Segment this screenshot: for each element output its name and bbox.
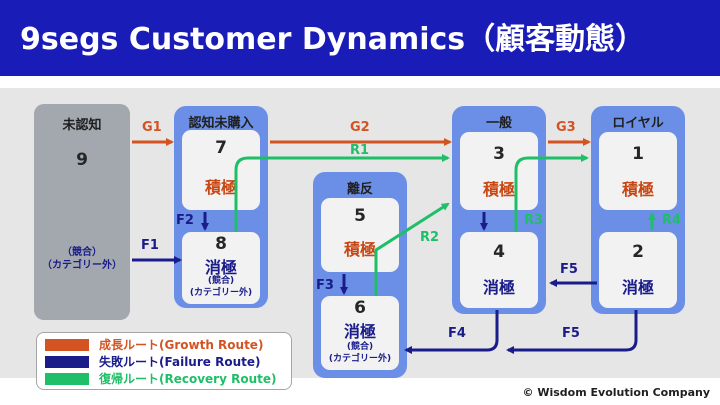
legend-failure-label: 失敗ルート(Failure Route) (99, 355, 261, 369)
segment-2-label: 消極 (621, 278, 654, 297)
segment-8-note-competitor: (競合) (207, 276, 235, 286)
segment-8-label: 消極 (204, 258, 237, 277)
arrow-label-g3: G3 (556, 120, 576, 135)
legend: 成長ルート(Growth Route) 失敗ルート(Failure Route)… (36, 332, 292, 390)
segment-3-card: 3 積極 (460, 132, 538, 210)
segment-1-label: 積極 (621, 180, 654, 199)
segment-4-number: 4 (493, 242, 505, 262)
segment-4-card: 4 消極 (460, 232, 538, 308)
group-uncognized: 未認知 9 （競合） （カテゴリー外） (34, 104, 130, 320)
group-uncognized-label: 未認知 (62, 118, 102, 133)
segment-7-label: 積極 (204, 178, 237, 197)
arrow-label-r3: R3 (524, 213, 544, 228)
page-title: 9segs Customer Dynamics（顧客動態） (20, 22, 646, 57)
segment-8-number: 8 (215, 234, 227, 254)
segment-2-number: 2 (632, 242, 644, 262)
segment-7-number: 7 (215, 138, 227, 158)
segment-8-card: 8 消極 (競合) (カテゴリー外) (182, 232, 260, 304)
arrow-label-f5-upper: F5 (560, 262, 578, 277)
segment-5-card: 5 積極 (321, 198, 399, 272)
legend-recovery-label: 復帰ルート(Recovery Route) (99, 372, 277, 386)
segment-9-note-out-of-category: （カテゴリー外） (42, 260, 122, 271)
segment-1-number: 1 (632, 144, 644, 164)
segment-6-label: 消極 (343, 322, 376, 341)
legend-growth-label: 成長ルート(Growth Route) (99, 338, 264, 352)
group-loyal-label: ロイヤル (612, 116, 664, 131)
segment-6-number: 6 (354, 298, 366, 318)
segment-4-label: 消極 (482, 278, 515, 297)
copyright: © Wisdom Evolution Company (522, 386, 710, 399)
arrow-r2 (374, 202, 450, 296)
arrow-r1 (234, 154, 450, 232)
arrow-r3 (514, 154, 589, 232)
legend-failure-swatch (45, 356, 89, 368)
segment-3-number: 3 (493, 144, 505, 164)
group-aware-label: 認知未購入 (188, 116, 254, 131)
group-general-label: 一般 (485, 116, 512, 131)
segment-9-note-competitor: （競合） (62, 247, 102, 258)
arrow-label-f4: F4 (448, 326, 466, 341)
arrow-label-f5-lower: F5 (562, 326, 580, 341)
arrow-label-g2: G2 (350, 120, 370, 135)
segment-7-card: 7 積極 (182, 130, 260, 210)
segment-2-card: 2 消極 (599, 232, 677, 308)
arrow-label-f3: F3 (316, 278, 334, 293)
segment-5-number: 5 (354, 206, 366, 226)
arrow-f4 (404, 310, 499, 354)
segment-9-number: 9 (76, 150, 88, 170)
segment-8-note-out-of-category: (カテゴリー外) (189, 288, 253, 298)
segment-6-card: 6 消極 (競合) (カテゴリー外) (321, 296, 399, 370)
segment-6-note-competitor: (競合) (346, 342, 374, 352)
arrow-label-g1: G1 (142, 120, 162, 135)
arrow-f5b (506, 310, 638, 354)
legend-growth-swatch (45, 339, 89, 351)
arrow-label-f1: F1 (141, 238, 159, 253)
group-lapsed-label: 離反 (346, 182, 373, 197)
segment-5-label: 積極 (343, 240, 376, 259)
segment-1-card: 1 積極 (599, 132, 677, 210)
arrow-label-r2: R2 (420, 230, 440, 245)
title-banner: 9segs Customer Dynamics（顧客動態） (0, 0, 720, 76)
arrow-label-r4: R4 (662, 213, 682, 228)
segment-3-label: 積極 (482, 180, 515, 199)
legend-recovery-swatch (45, 373, 89, 385)
segment-6-note-out-of-category: (カテゴリー外) (328, 354, 392, 364)
arrow-label-r1: R1 (350, 143, 370, 158)
arrow-label-f2: F2 (176, 213, 194, 228)
